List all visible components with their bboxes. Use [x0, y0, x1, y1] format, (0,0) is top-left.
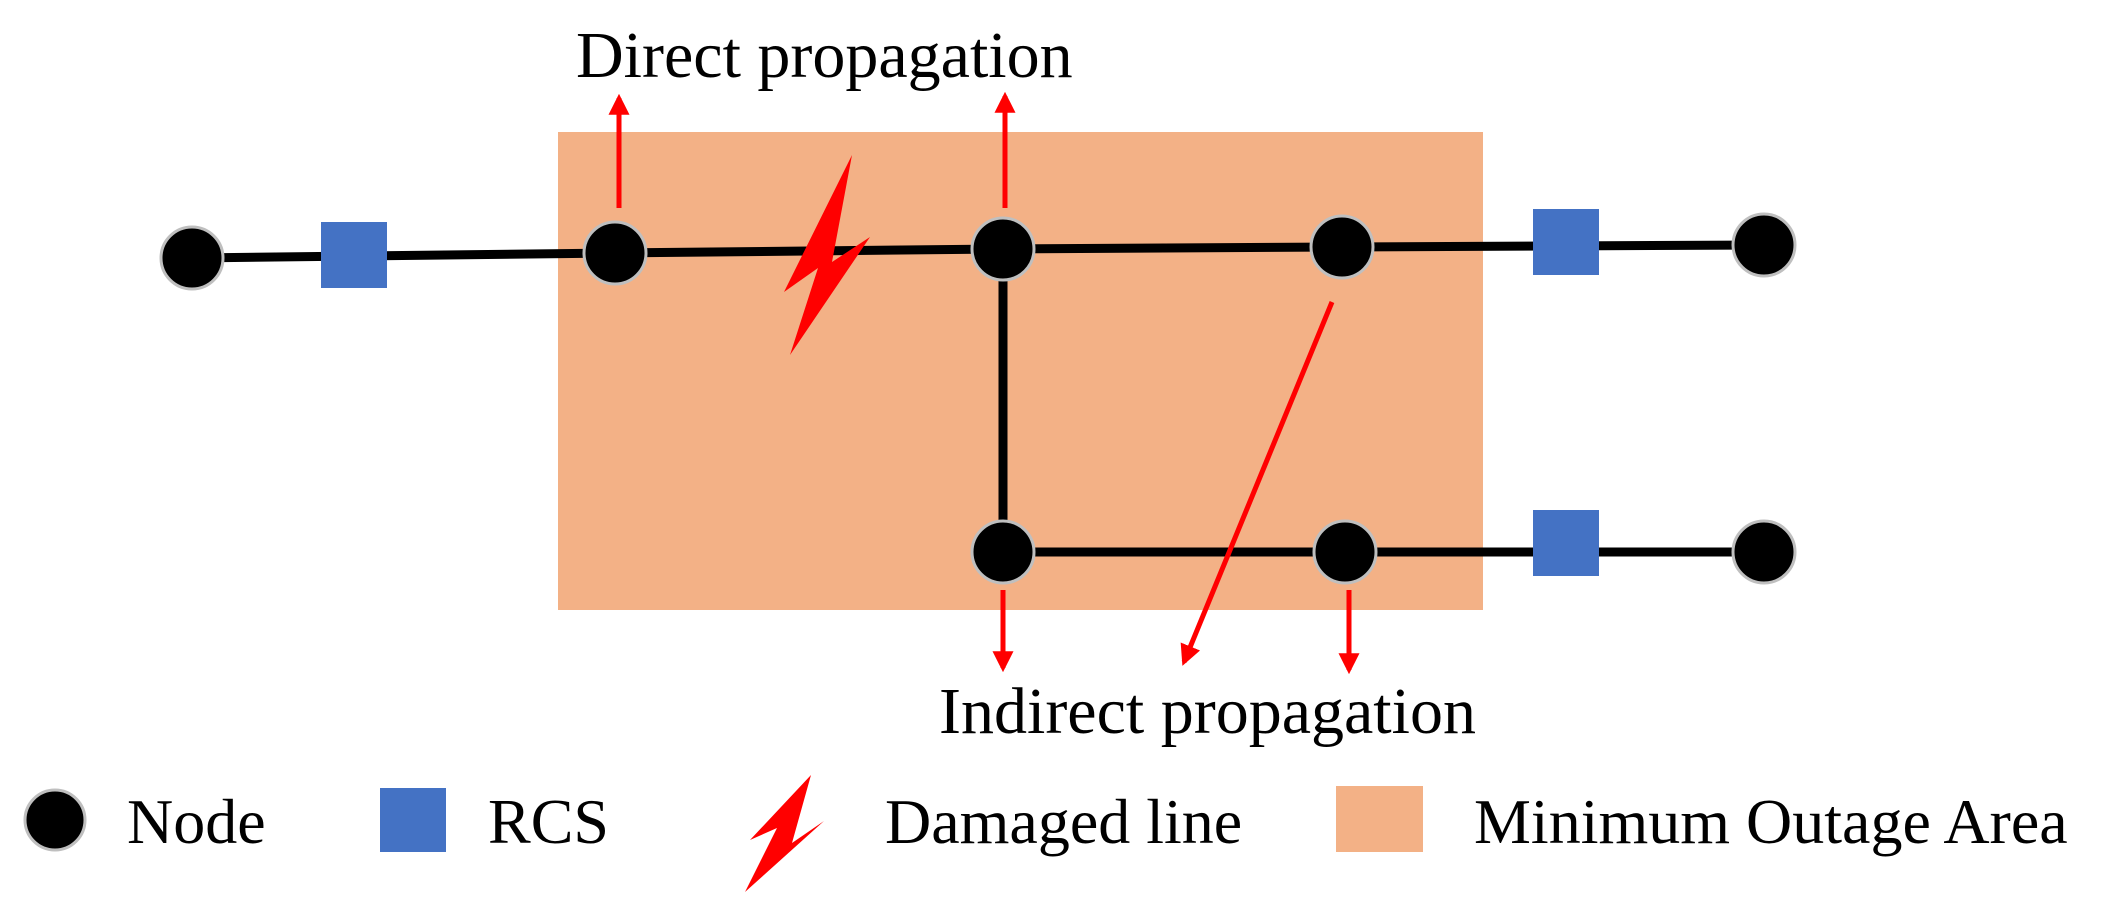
legend-item-rcs: RCS: [380, 786, 609, 857]
legend-label-rcs: RCS: [488, 786, 609, 857]
line-segment: [998, 242, 1347, 254]
legend-item-node: Node: [23, 786, 266, 857]
rcs-square: [1533, 209, 1599, 275]
node-dot: [970, 519, 1036, 585]
node-dot: [1731, 519, 1797, 585]
node-dot: [1312, 519, 1378, 585]
direct-propagation-label: Direct propagation: [576, 19, 1073, 92]
damaged-line-lightning-icon: [784, 155, 870, 355]
legend-label-outage-area: Minimum Outage Area: [1474, 786, 2068, 857]
legend-label-damaged-line: Damaged line: [885, 786, 1242, 857]
legend-label-node: Node: [127, 786, 266, 857]
legend-area-icon: [1336, 786, 1423, 852]
node-dot: [159, 225, 225, 291]
legend-rcs-icon: [380, 788, 446, 852]
legend-item-damaged-line: Damaged line: [745, 775, 1242, 892]
rcs-switches: [321, 209, 1599, 576]
nodes: [159, 212, 1797, 585]
rcs-square: [321, 222, 387, 288]
node-dot: [970, 216, 1036, 282]
indirect-propagation-arrow: [1180, 301, 1335, 666]
node-dot: [1731, 212, 1797, 278]
node-dot: [582, 220, 648, 286]
legend-lightning-icon: [745, 775, 824, 892]
legend: Node RCS Damaged line Minimum Outage Are…: [23, 775, 2068, 892]
line-segment: [187, 248, 620, 263]
propagation-arrows: [608, 91, 1360, 675]
rcs-square: [1533, 510, 1599, 576]
indirect-propagation-label: Indirect propagation: [939, 675, 1476, 748]
node-dot: [1309, 214, 1375, 280]
legend-node-icon: [23, 788, 87, 852]
legend-item-outage-area: Minimum Outage Area: [1336, 786, 2068, 857]
